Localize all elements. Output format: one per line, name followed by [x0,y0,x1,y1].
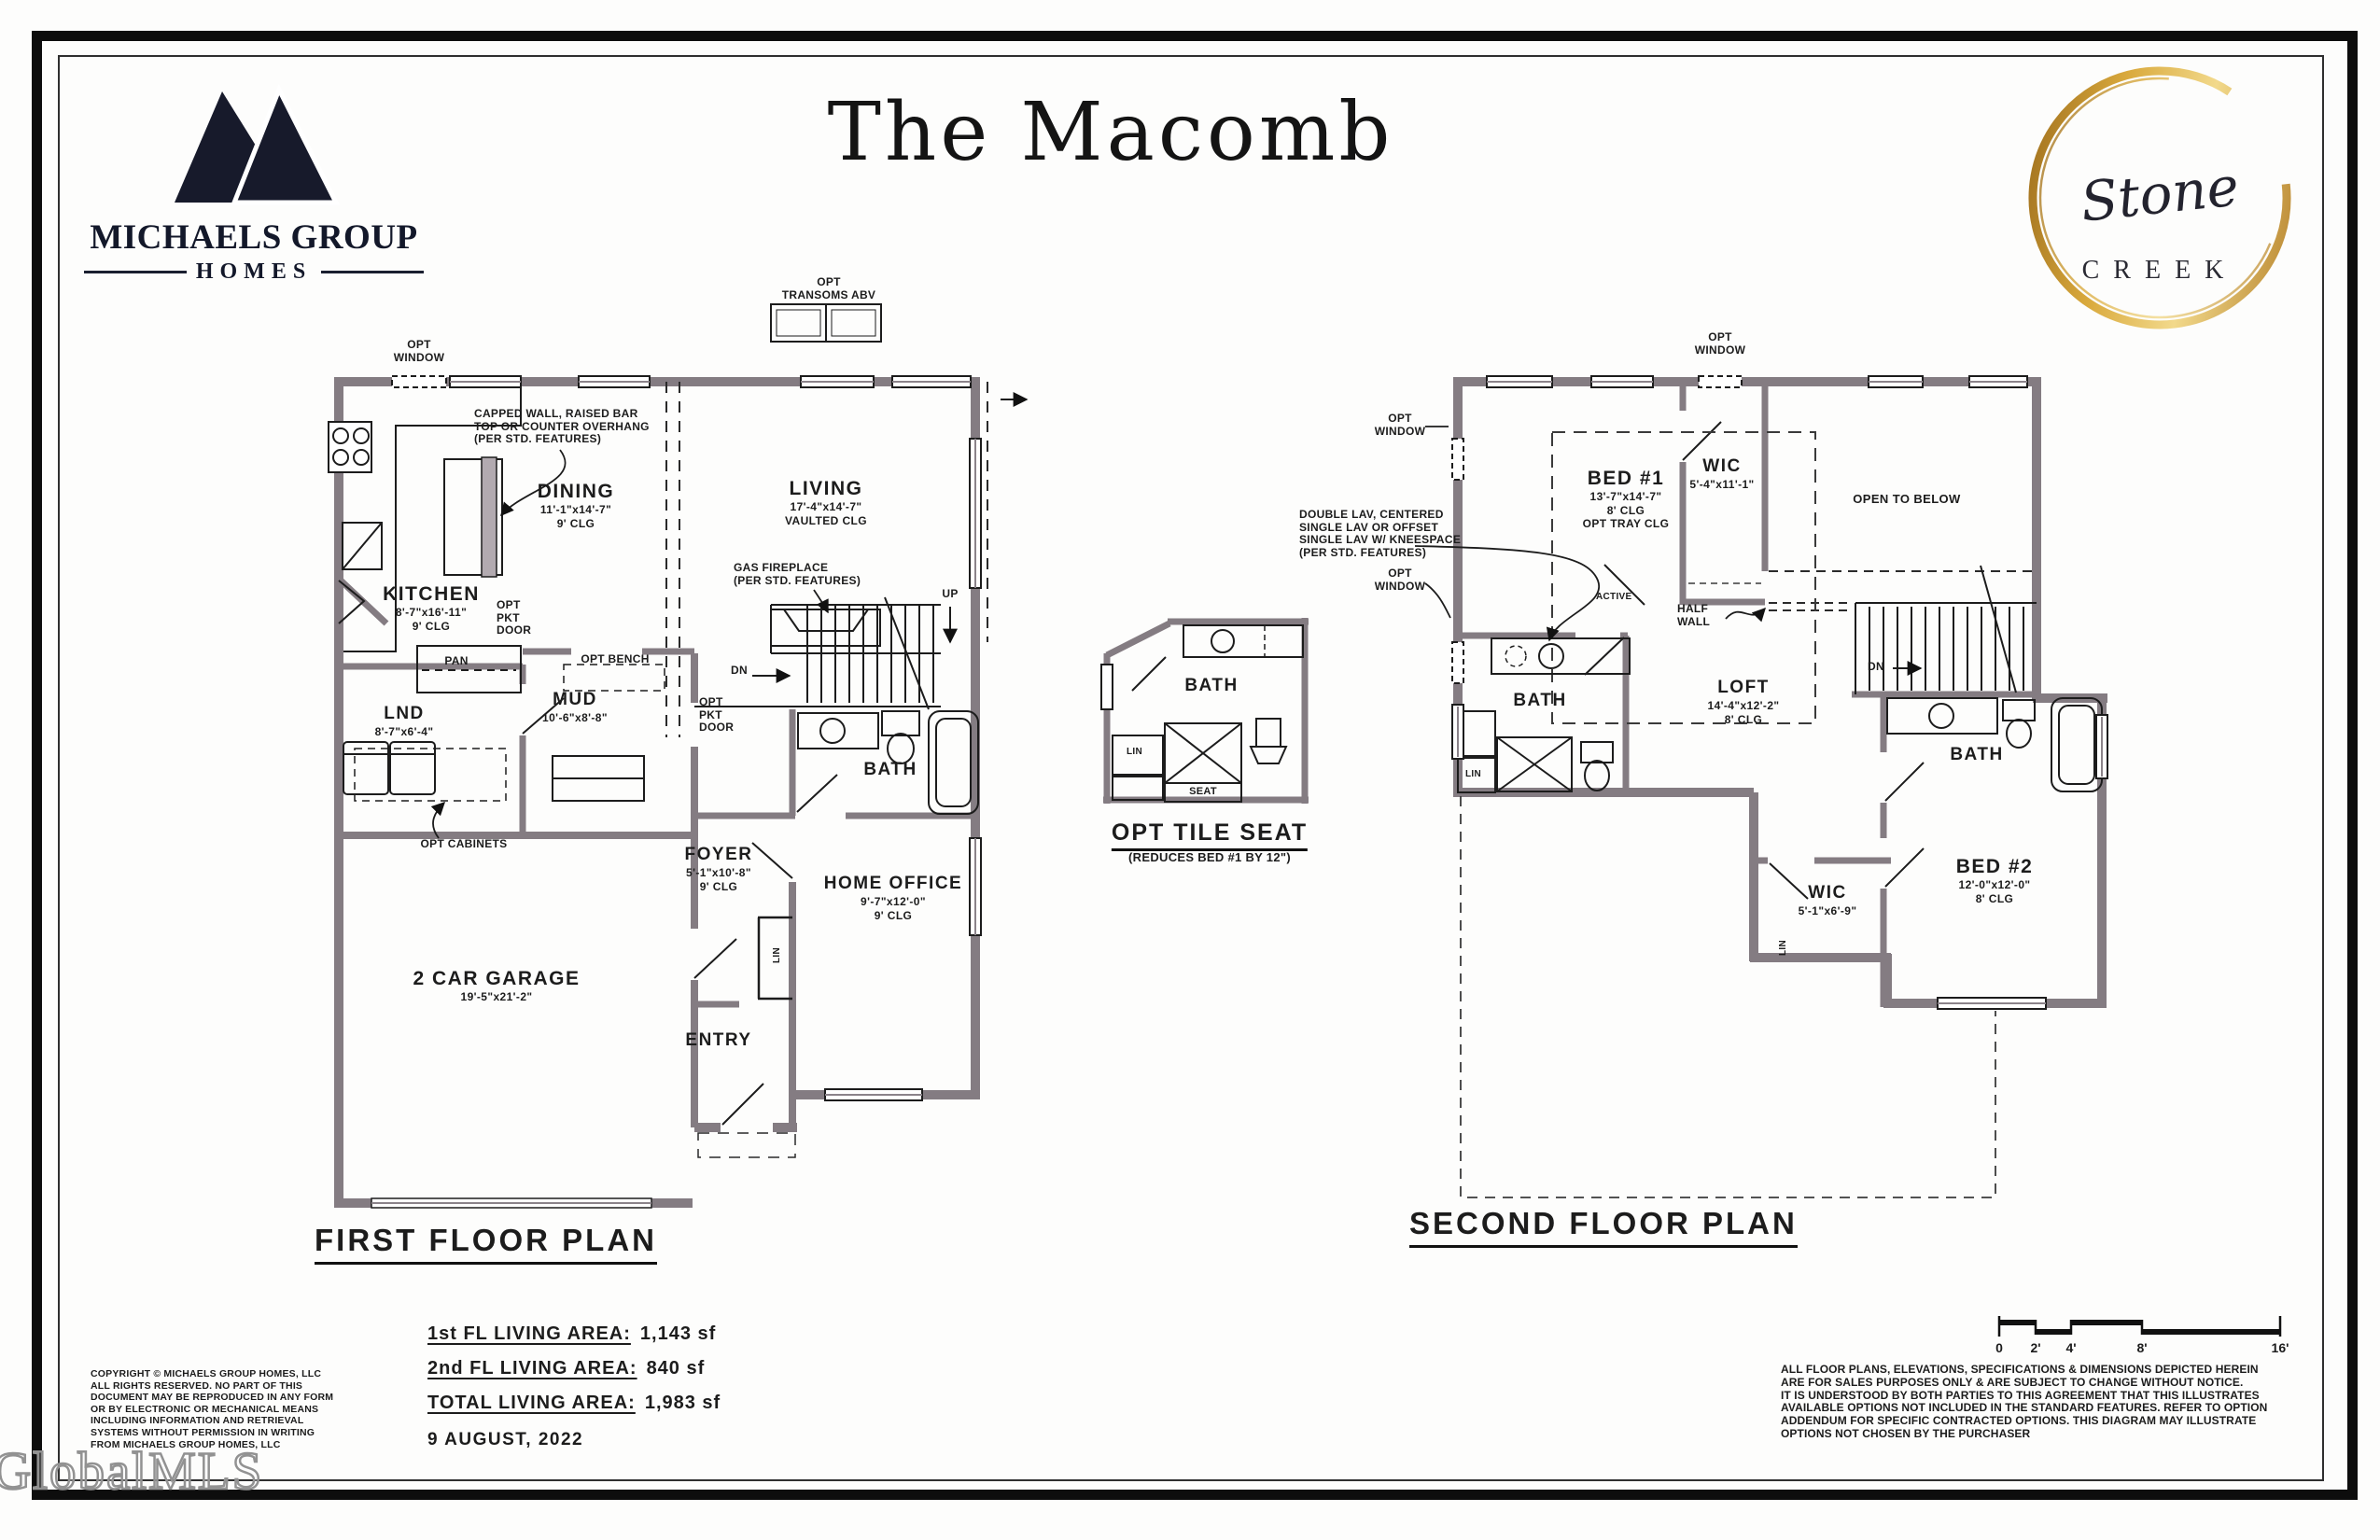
note-half-wall: HALF WALL [1677,602,1711,628]
note-opt-window-f2-top: OPT WINDOW [1694,330,1746,357]
room-label-entry: ENTRY [685,1030,752,1050]
stat-row-2: 2nd FL LIVING AREA:840 sf [427,1358,706,1379]
note-dn-f2: DN [1868,660,1884,673]
detail-subtitle: (REDUCES BED #1 BY 12") [1128,850,1291,864]
room-label-kitchen: KITCHEN 8'-7"x16'-11" 9' CLG [383,583,480,633]
mls-watermark: GlobalMLS [0,1441,264,1503]
copyright-block: COPYRIGHT © MICHAELS GROUP HOMES, LLC AL… [91,1368,334,1450]
note-opt-window-f1: OPT WINDOW [393,338,445,364]
outer-border [32,31,2358,1500]
room-label-foyer: FOYER 5'-1"x10'-8" 9' CLG [684,845,753,893]
note-opt-cabinets: OPT CABINETS [420,837,508,850]
community-logo: Stone CREEK [2023,58,2296,338]
first-floor-plan-title: FIRST FLOOR PLAN [315,1223,657,1265]
inner-border [58,55,2324,1481]
note-lin-foyer: LIN [772,946,783,964]
detail-bath-label: BATH [1184,676,1239,695]
detail-title: OPT TILE SEAT [1111,819,1309,851]
mountain-logo-icon [175,83,341,205]
living-area-stats: 1st FL LIVING AREA:1,143 sf 2nd FL LIVIN… [427,1323,721,1450]
builder-name: MICHAELS GROUP [90,218,418,257]
room-label-bed2: BED #2 12'-0"x12'-0" 8' CLG [1955,856,2034,905]
second-floor-drawing [1414,375,2108,1198]
room-label-bath-1f: BATH [863,760,917,779]
detail-lin-label: LIN [1127,747,1143,757]
room-label-loft: LOFT 14'-4"x12'-2" 8' CLG [1707,678,1780,726]
community-name-caps: CREEK [2081,256,2238,285]
second-floor-plan-title: SECOND FLOOR PLAN [1409,1206,1798,1248]
detail-seat-label: SEAT [1189,786,1217,797]
rule-right [321,271,424,273]
note-double-lav: DOUBLE LAV, CENTERED SINGLE LAV OR OFFSE… [1299,508,1462,559]
note-up: UP [942,587,959,600]
note-lin-bath1: LIN [1465,769,1482,779]
note-opt-window-f2-left1: OPT WINDOW [1374,412,1426,438]
note-capped-wall: CAPPED WALL, RAISED BAR TOP OR COUNTER O… [474,407,650,445]
room-label-living: LIVING 17'-4"x14'-7" VAULTED CLG [785,478,867,527]
page-title: The Macomb [827,86,1394,179]
note-opt-transoms: OPT TRANSOMS ABV [781,275,876,301]
note-opt-bench: OPT BENCH [581,652,650,665]
note-dn-f1: DN [731,664,748,677]
room-label-open-below: OPEN TO BELOW [1853,492,1961,506]
gold-circle-icon [2028,66,2291,329]
room-label-dining: DINING 11'-1"x14'-7" 9' CLG [537,481,615,530]
plan-date: 9 AUGUST, 2022 [427,1430,584,1449]
note-opt-pkt-door-2: OPT PKT DOOR [699,695,735,734]
room-label-bath1-2f: BATH [1513,691,1567,710]
room-label-laundry: LND 8'-7"x6'-4" [374,704,434,738]
room-label-home-office: HOME OFFICE 9'-7"x12'-0" 9' CLG [823,874,963,922]
builder-sub: HOMES [84,259,424,285]
stat-row-1: 1st FL LIVING AREA:1,143 sf [427,1323,717,1344]
tile-seat-detail-drawing [1100,618,1309,804]
room-label-bed1: BED #1 13'-7"x14'-7" 8' CLG OPT TRAY CLG [1582,468,1670,530]
room-label-wic1: WIC 5'-4"x11'-1" [1689,456,1755,491]
room-label-mud: MUD 10'-6"x8'-8" [542,690,608,724]
note-lin-wic2: LIN [1778,939,1789,957]
note-pan: PAN [444,654,469,667]
first-floor-drawing [328,303,1029,1209]
note-active: ACTIVE [1596,592,1632,602]
disclaimer-block: ALL FLOOR PLANS, ELEVATIONS, SPECIFICATI… [1781,1363,2268,1440]
note-gas-fireplace: GAS FIREPLACE (PER STD. FEATURES) [734,561,861,587]
scale-bar [1997,1316,2282,1337]
room-label-bath2-2f: BATH [1950,745,2004,764]
note-opt-pkt-door-1: OPT PKT DOOR [497,598,532,637]
room-label-wic2: WIC 5'-1"x6'-9" [1798,883,1857,917]
note-opt-window-f2-left2: OPT WINDOW [1374,567,1426,593]
stat-row-3: TOTAL LIVING AREA:1,983 sf [427,1393,721,1413]
rule-left [84,271,187,273]
builder-logo: MICHAELS GROUP HOMES [84,65,424,285]
room-label-garage: 2 CAR GARAGE 19'-5"x21'-2" [413,968,581,1003]
